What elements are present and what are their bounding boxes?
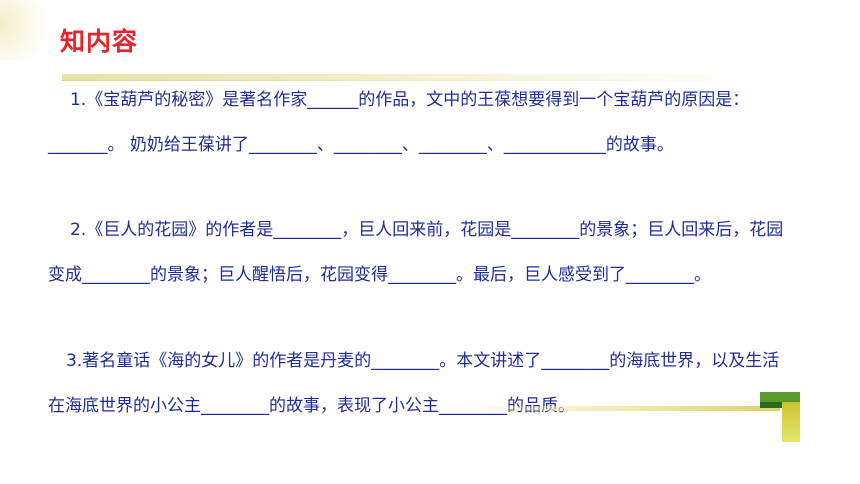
logo-bar-dark	[760, 402, 782, 408]
title-underline	[62, 74, 750, 81]
bottom-decoration-line	[460, 406, 780, 411]
corner-decoration	[0, 0, 60, 60]
question-1: 1.《宝葫芦的秘密》是著名作家______的作品，文中的王葆想要得到一个宝葫芦的…	[48, 90, 750, 155]
corner-logo-icon	[760, 392, 800, 442]
question-3: 3.著名童话《海的女儿》的作者是丹麦的________。本文讲述了_______…	[48, 351, 780, 416]
question-2: 2.《巨人的花园》的作者是________，巨人回来前，花园是________的…	[48, 220, 784, 285]
logo-bar-vertical	[782, 402, 800, 442]
logo-bar-top	[760, 392, 800, 402]
slide-title: 知内容	[60, 27, 139, 56]
